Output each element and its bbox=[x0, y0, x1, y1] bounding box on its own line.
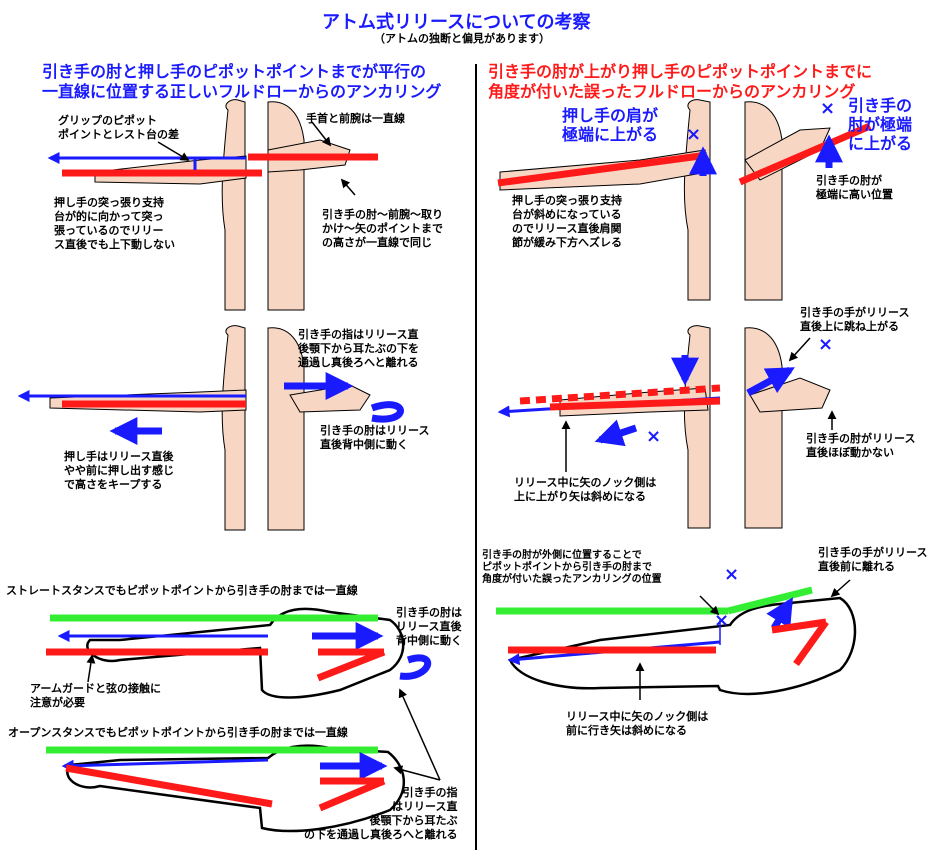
label-push-support: 押し手の突っ張り支持 台が的に向かって突っ 張っているのでリリー ス直後でも上下… bbox=[54, 196, 175, 251]
label-nock-forward: リリース中に矢のノック側は 前に行き矢は斜めになる bbox=[566, 710, 709, 737]
label-shoulder-up: 押し手の肩が 極端に上がる bbox=[562, 106, 659, 144]
left-heading-line2: 一直線に位置する正しいフルドローからのアンカリング bbox=[42, 82, 442, 101]
right-3-red-elbow-a bbox=[771, 618, 827, 634]
right-2-pointer-hand bbox=[788, 337, 811, 362]
label-elbow-high: 引き手の肘が 極端に高い位置 bbox=[816, 174, 893, 201]
label-elbow-still: 引き手の肘がリリース 直後ほぼ動かない bbox=[806, 432, 916, 459]
label-finger-release: 引き手の指はリリース直 後顎下から耳たぶの下を 通過し真後ろへと離れる bbox=[298, 328, 419, 369]
left-topview-1 bbox=[86, 607, 405, 699]
page-subtitle: （アトムの独断と偏見があります） bbox=[374, 32, 550, 45]
right-3-arrow-hand bbox=[766, 597, 793, 630]
label-elbow-up: 引き手の 肘が極端 に上がる bbox=[848, 96, 913, 153]
left-3-red-elbow-2b bbox=[318, 777, 386, 812]
label-hand-forward: 引き手の手がリリース 直後前に離れる bbox=[818, 546, 928, 573]
right-1-red-bar-b bbox=[738, 122, 872, 186]
x-mark-icon: × bbox=[646, 426, 662, 447]
left-heading-line1: 引き手の肘と押し手のピポットポイントまでが平行の bbox=[42, 62, 427, 81]
left-3-pointer-finger bbox=[393, 765, 441, 781]
left-3-blue-line-2 bbox=[61, 758, 269, 772]
left-1-pointer-elbow bbox=[340, 178, 356, 196]
label-elbow-back: 引き手の肘はリリース 直後背中側に動く bbox=[320, 424, 430, 451]
right-1-red-bar-a bbox=[497, 152, 701, 187]
label-elbow-back-topview: 引き手の肘は リリース直後 背中側に動く bbox=[396, 606, 462, 647]
right-3-pointer-hand bbox=[830, 579, 851, 598]
left-2-arrow-elbow-curve bbox=[370, 401, 404, 423]
right-heading-line2: 角度が付いた誤ったフルドローからのアンカリング bbox=[488, 82, 856, 101]
left-1-pointer-grip bbox=[157, 141, 190, 161]
label-elbow-outside: 引き手の肘が外側に位置することで ピポットポイントから引き手の肘まで 角度が付い… bbox=[482, 550, 662, 585]
left-3-red-line-2 bbox=[65, 764, 273, 808]
left-3-pointer-elbow bbox=[398, 688, 441, 781]
right-topview bbox=[508, 596, 857, 696]
left-3-pointer-armguard bbox=[86, 654, 96, 683]
right-heading-line1: 引き手の肘が上がり押し手のピポットポイントまでに bbox=[488, 62, 873, 81]
x-mark-icon: × bbox=[686, 124, 702, 145]
label-straight-stance: ストレートスタンスでもピポットポイントから引き手の肘までは一直線 bbox=[6, 584, 358, 597]
right-3-pointer-elbow bbox=[699, 595, 720, 616]
label-wrist-forearm: 手首と前腕は一直線 bbox=[306, 112, 405, 125]
right-2-arrow-hand bbox=[746, 366, 795, 397]
label-hand-jump: 引き手の手がリリース 直後上に跳ね上がる bbox=[800, 306, 910, 333]
x-mark-icon: × bbox=[820, 98, 836, 119]
left-topview-2 bbox=[66, 744, 406, 833]
label-finger-topview: 引き手の指 はリリース直 後顎下から耳たぶ の下を通過し真後ろへと離れる bbox=[304, 786, 458, 841]
label-armguard: アームガードと弦の接触に 注意が必要 bbox=[30, 682, 162, 709]
label-elbow-line: 引き手の肘～前腕～取り かけ～矢のポイントまで の高さが一直線で同じ bbox=[322, 208, 443, 249]
left-1-pointer-wrist bbox=[311, 121, 332, 147]
right-3-red-elbow-b bbox=[793, 619, 829, 667]
x-mark-icon: × bbox=[818, 334, 834, 355]
page-title: アトム式リリースについての考察 bbox=[322, 12, 591, 33]
label-push-slant: 押し手の突っ張り支持 台が斜めになっている のでリリース直後肩関 節が緩み下方へ… bbox=[512, 194, 622, 249]
label-nock-up: リリース中に矢のノック側は 上に上がり矢は斜めになる bbox=[514, 476, 657, 503]
right-2-arrow-push bbox=[594, 419, 638, 447]
x-mark-icon: × bbox=[714, 610, 730, 631]
label-open-stance: オープンスタンスでもピポットポイントから引き手の肘までは一直線 bbox=[8, 726, 348, 739]
right-3-green-angled bbox=[727, 586, 813, 615]
x-mark-icon: × bbox=[724, 564, 740, 585]
label-push-forward: 押し手はリリース直後 やや前に押し出す感じ で高さをキープする bbox=[64, 450, 174, 491]
right-2-red-bar bbox=[549, 397, 721, 411]
left-3-arrow-elbow-curve bbox=[399, 654, 432, 680]
label-grip-pivot: グリップのピポット ポイントとレスト台の差 bbox=[58, 114, 179, 141]
left-3-red-elbow-1b bbox=[316, 648, 386, 682]
right-2-red-dashed bbox=[519, 384, 721, 405]
